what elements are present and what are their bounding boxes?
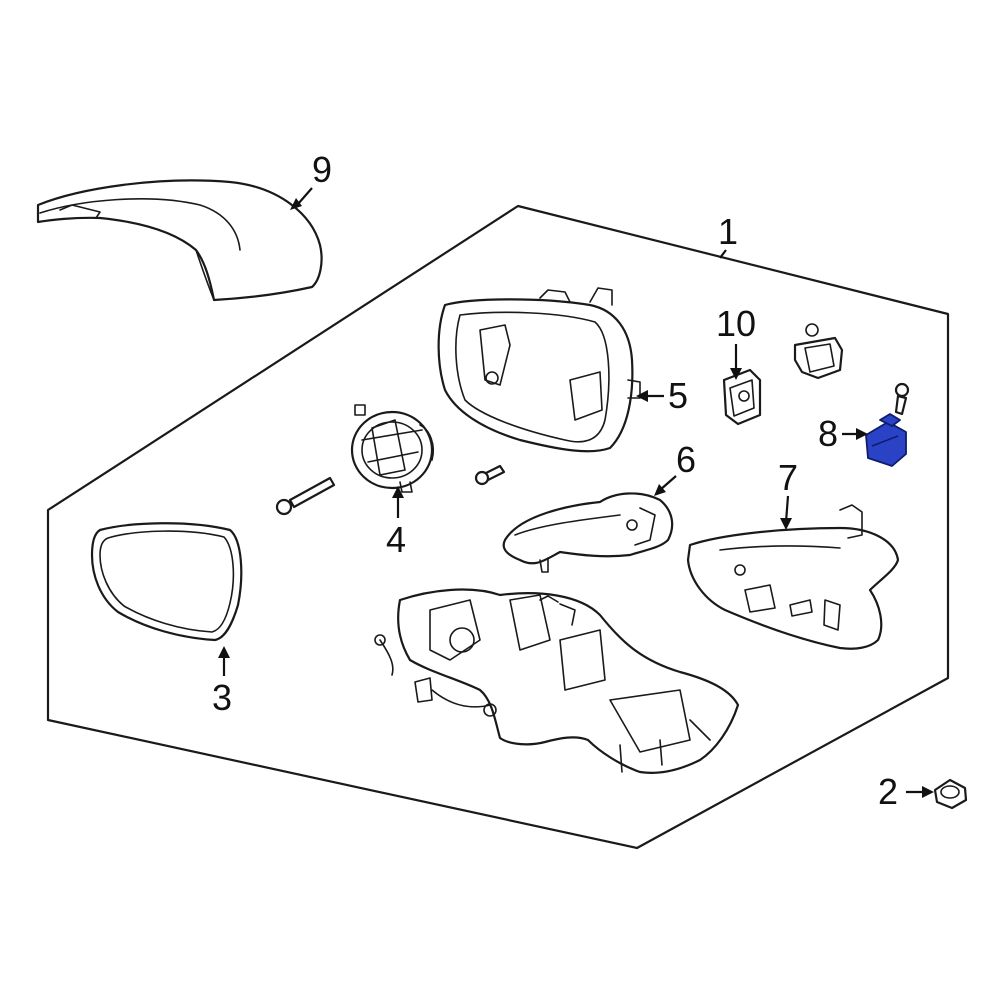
callout-8: 8 — [818, 413, 838, 454]
screw-short — [474, 464, 506, 486]
part-6-turn-signal[interactable] — [502, 492, 674, 573]
leader-lines — [218, 187, 934, 798]
callout-9: 9 — [312, 149, 332, 190]
callout-3: 3 — [212, 677, 232, 718]
part-2-nut[interactable] — [933, 778, 968, 810]
part-4-actuator-motor[interactable] — [350, 404, 435, 493]
callout-7: 7 — [778, 457, 798, 498]
callout-6: 6 — [676, 439, 696, 480]
callout-5: 5 — [668, 375, 688, 416]
assembly-boundary — [46, 204, 950, 850]
part-8-switch-highlighted[interactable] — [865, 413, 907, 467]
part-7-lower-cover[interactable] — [686, 504, 900, 650]
mirror-base-assembly[interactable] — [374, 588, 740, 774]
connector-block — [793, 323, 844, 380]
callout-2: 2 — [878, 771, 898, 812]
callout-1: 1 — [718, 211, 738, 252]
screw-long — [275, 476, 336, 516]
part-10-clip[interactable] — [722, 368, 762, 426]
callout-4: 4 — [386, 519, 406, 560]
part-5-mirror-frame[interactable] — [437, 287, 641, 453]
callout-10: 10 — [716, 303, 756, 344]
small-screw — [894, 382, 910, 416]
part-3-mirror-glass[interactable] — [90, 522, 243, 642]
part-9-mirror-cap[interactable] — [36, 179, 323, 302]
